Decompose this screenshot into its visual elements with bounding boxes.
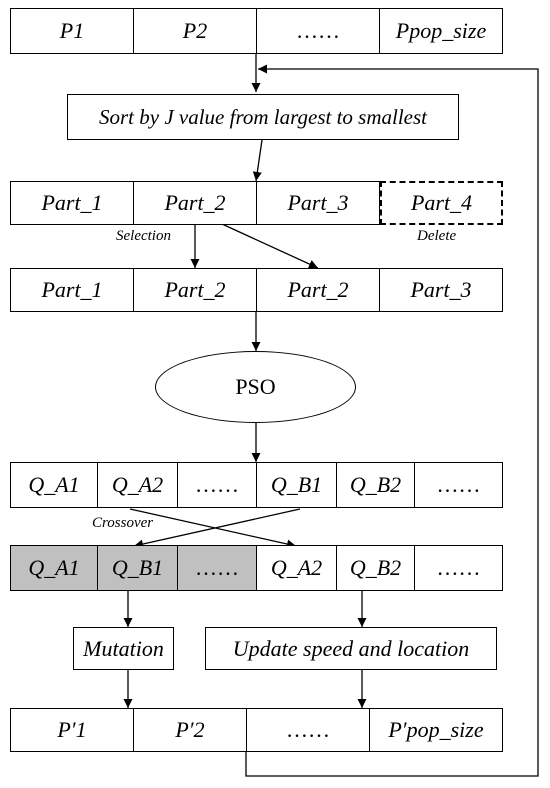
row3-cell-part2b: Part_2 bbox=[256, 268, 380, 312]
row1-cell-ppop-size: Ppop_size bbox=[379, 8, 503, 54]
row5-cell-qa2: Q_A2 bbox=[256, 545, 337, 591]
row5-cell-qa1: Q_A1 bbox=[10, 545, 98, 591]
mutation-box: Mutation bbox=[73, 627, 174, 670]
row3-cell-part1: Part_1 bbox=[10, 268, 134, 312]
loop-back-line bbox=[245, 64, 539, 777]
arrow-select-part2b bbox=[221, 223, 319, 269]
row1-cell-p2: P2 bbox=[133, 8, 257, 54]
arrow-crossover-b1 bbox=[133, 508, 301, 549]
row2-cell-part4-deleted: Part_4 bbox=[380, 181, 503, 225]
delete-label: Delete bbox=[417, 228, 457, 244]
row4-cell-ellipsis-1: …… bbox=[177, 462, 257, 508]
arrow-sort-to-row2 bbox=[252, 139, 263, 182]
row5-cell-qb2: Q_B2 bbox=[336, 545, 415, 591]
row5-cell-qb1: Q_B1 bbox=[97, 545, 178, 591]
row4-cell-qb1: Q_B1 bbox=[256, 462, 337, 508]
crossover-label: Crossover bbox=[92, 515, 154, 531]
row2-cell-part1: Part_1 bbox=[10, 181, 134, 225]
row6-cell-ppop-size-prime: P′pop_size bbox=[369, 708, 503, 752]
arrow-crossover-a2 bbox=[129, 508, 297, 549]
row5-cell-ellipsis-2: …… bbox=[414, 545, 503, 591]
row6-cell-p2-prime: P′2 bbox=[133, 708, 247, 752]
row5-cell-ellipsis-1: …… bbox=[177, 545, 257, 591]
row4-cell-ellipsis-2: …… bbox=[414, 462, 503, 508]
row3-cell-part2a: Part_2 bbox=[133, 268, 257, 312]
update-speed-location-box: Update speed and location bbox=[205, 627, 497, 670]
row4-cell-qa2: Q_A2 bbox=[97, 462, 178, 508]
row2-cell-part3: Part_3 bbox=[256, 181, 380, 225]
row4-cell-qb2: Q_B2 bbox=[336, 462, 415, 508]
row3-cell-part3: Part_3 bbox=[379, 268, 503, 312]
row1-cell-ellipsis: …… bbox=[256, 8, 380, 54]
row6-cell-ellipsis: …… bbox=[246, 708, 370, 752]
row4-cell-qa1: Q_A1 bbox=[10, 462, 98, 508]
row2-cell-part2: Part_2 bbox=[133, 181, 257, 225]
row6-cell-p1-prime: P′1 bbox=[10, 708, 134, 752]
sort-box: Sort by J value from largest to smallest bbox=[67, 94, 459, 140]
row1-cell-p1: P1 bbox=[10, 8, 134, 54]
pso-oval: PSO bbox=[155, 351, 356, 423]
selection-label: Selection bbox=[116, 228, 171, 244]
